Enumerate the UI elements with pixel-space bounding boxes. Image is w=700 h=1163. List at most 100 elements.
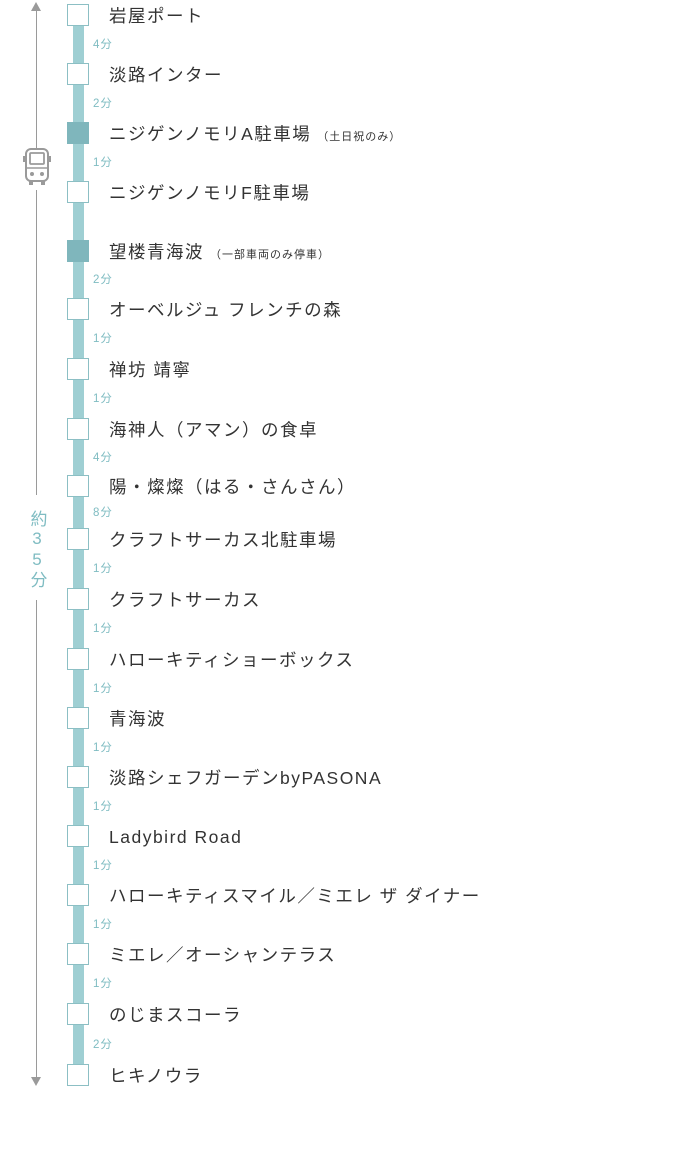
segment-time: 1分 bbox=[93, 623, 113, 635]
segment-time: 1分 bbox=[93, 563, 113, 575]
stop-name: 陽・燦燦（はる・さんさん） bbox=[109, 477, 356, 497]
stop-name: 禅坊 靖寧 bbox=[109, 360, 192, 380]
segment-time: 2分 bbox=[93, 98, 113, 110]
stop-label: Ladybird Road bbox=[109, 826, 242, 848]
stop-name: クラフトサーカス bbox=[109, 590, 261, 610]
stop-marker bbox=[67, 298, 89, 320]
stop-marker-partial bbox=[67, 122, 89, 144]
stop-name: ニジゲンノモリF駐車場 bbox=[109, 183, 311, 203]
segment-time: 1分 bbox=[93, 393, 113, 405]
stop-marker bbox=[67, 475, 89, 497]
stop-item: オーベルジュ フレンチの森 bbox=[0, 298, 700, 322]
stop-marker bbox=[67, 825, 89, 847]
stop-item: 淡路シェフガーデンbyPASONA bbox=[0, 766, 700, 790]
stop-label: クラフトサーカス北駐車場 bbox=[109, 529, 337, 551]
stop-item: ニジゲンノモリA駐車場 （土日祝のみ） bbox=[0, 122, 700, 146]
segment-time: 1分 bbox=[93, 157, 113, 169]
stop-name: ニジゲンノモリA駐車場 bbox=[109, 124, 312, 144]
stop-marker bbox=[67, 4, 89, 26]
stop-name: 海神人（アマン）の食卓 bbox=[109, 420, 318, 440]
stop-label: ヒキノウラ bbox=[109, 1065, 203, 1087]
stop-label: 禅坊 靖寧 bbox=[109, 359, 191, 381]
stop-label: クラフトサーカス bbox=[109, 589, 261, 611]
stop-label: 淡路インター bbox=[109, 64, 223, 86]
stop-marker bbox=[67, 418, 89, 440]
stop-name: 淡路シェフガーデンbyPASONA bbox=[109, 768, 383, 788]
stop-marker bbox=[67, 943, 89, 965]
stop-label: 淡路シェフガーデンbyPASONA bbox=[109, 767, 382, 789]
stop-item: 望楼青海波 （一部車両のみ停車） bbox=[0, 240, 700, 264]
stop-item: 陽・燦燦（はる・さんさん） bbox=[0, 475, 700, 499]
stop-name: 望楼青海波 bbox=[109, 242, 204, 262]
stop-item: ハローキティスマイル／ミエレ ザ ダイナー bbox=[0, 884, 700, 908]
stop-item: ハローキティショーボックス bbox=[0, 648, 700, 672]
stop-name: ハローキティショーボックス bbox=[109, 650, 355, 670]
axis-arrow-up bbox=[31, 2, 41, 11]
stop-item: ニジゲンノモリF駐車場 bbox=[0, 181, 700, 205]
stop-item: Ladybird Road bbox=[0, 825, 700, 849]
stop-label: オーベルジュ フレンチの森 bbox=[109, 299, 342, 321]
segment-time: 4分 bbox=[93, 452, 113, 464]
stop-note: （土日祝のみ） bbox=[317, 131, 402, 143]
stop-item: ヒキノウラ bbox=[0, 1064, 700, 1088]
stop-marker bbox=[67, 648, 89, 670]
axis-line-middle bbox=[36, 190, 37, 495]
stop-item: のじまスコーラ bbox=[0, 1003, 700, 1027]
stop-note: （一部車両のみ停車） bbox=[210, 249, 330, 261]
stop-marker bbox=[67, 1064, 89, 1086]
stop-marker bbox=[67, 358, 89, 380]
stop-label: ハローキティショーボックス bbox=[109, 649, 354, 671]
segment-time: 2分 bbox=[93, 1039, 113, 1051]
axis-arrow-down bbox=[31, 1077, 41, 1086]
stop-item: 青海波 bbox=[0, 707, 700, 731]
bus-icon bbox=[23, 148, 51, 185]
stop-name: Ladybird Road bbox=[109, 827, 243, 847]
segment-time: 1分 bbox=[93, 919, 113, 931]
stop-label: ニジゲンノモリA駐車場 （土日祝のみ） bbox=[109, 123, 401, 148]
total-time-axis: 約35分 bbox=[22, 0, 52, 1090]
stop-label: ニジゲンノモリF駐車場 bbox=[109, 182, 310, 204]
stop-marker bbox=[67, 63, 89, 85]
segment-time: 1分 bbox=[93, 978, 113, 990]
stop-name: のじまスコーラ bbox=[109, 1005, 242, 1025]
stop-label: 青海波 bbox=[109, 708, 166, 730]
stop-label: ミエレ／オーシャンテラス bbox=[109, 944, 336, 966]
stop-item: 淡路インター bbox=[0, 63, 700, 87]
stop-marker bbox=[67, 588, 89, 610]
stop-marker bbox=[67, 181, 89, 203]
stop-name: 岩屋ポート bbox=[109, 6, 204, 26]
stop-name: 青海波 bbox=[109, 709, 166, 729]
stop-name: ミエレ／オーシャンテラス bbox=[109, 945, 337, 965]
segment-time: 8分 bbox=[93, 507, 113, 519]
total-time-label: 約35分 bbox=[27, 510, 47, 590]
stop-name: クラフトサーカス北駐車場 bbox=[109, 530, 337, 550]
axis-line-top bbox=[36, 8, 37, 148]
stop-name: ハローキティスマイル／ミエレ ザ ダイナー bbox=[109, 886, 481, 906]
stop-label: 海神人（アマン）の食卓 bbox=[109, 419, 318, 441]
stop-marker bbox=[67, 766, 89, 788]
stop-marker bbox=[67, 707, 89, 729]
stop-item: クラフトサーカス北駐車場 bbox=[0, 528, 700, 552]
stop-item: 岩屋ポート bbox=[0, 4, 700, 28]
segment-time: 2分 bbox=[93, 274, 113, 286]
segment-time: 4分 bbox=[93, 39, 113, 51]
stop-marker bbox=[67, 528, 89, 550]
stop-label: ハローキティスマイル／ミエレ ザ ダイナー bbox=[109, 885, 481, 907]
segment-time: 1分 bbox=[93, 742, 113, 754]
stop-name: オーベルジュ フレンチの森 bbox=[109, 300, 343, 320]
stop-item: クラフトサーカス bbox=[0, 588, 700, 612]
axis-line-bottom bbox=[36, 600, 37, 1078]
stop-label: 望楼青海波 （一部車両のみ停車） bbox=[109, 241, 330, 266]
stop-item: 禅坊 靖寧 bbox=[0, 358, 700, 382]
stop-label: 陽・燦燦（はる・さんさん） bbox=[109, 476, 356, 498]
stop-name: 淡路インター bbox=[109, 65, 223, 85]
stop-name: ヒキノウラ bbox=[109, 1066, 203, 1086]
stop-marker-partial bbox=[67, 240, 89, 262]
segment-time: 1分 bbox=[93, 860, 113, 872]
stop-marker bbox=[67, 884, 89, 906]
segment-time: 1分 bbox=[93, 683, 113, 695]
stop-label: のじまスコーラ bbox=[109, 1004, 242, 1026]
stop-label: 岩屋ポート bbox=[109, 5, 204, 27]
segment-time: 1分 bbox=[93, 333, 113, 345]
